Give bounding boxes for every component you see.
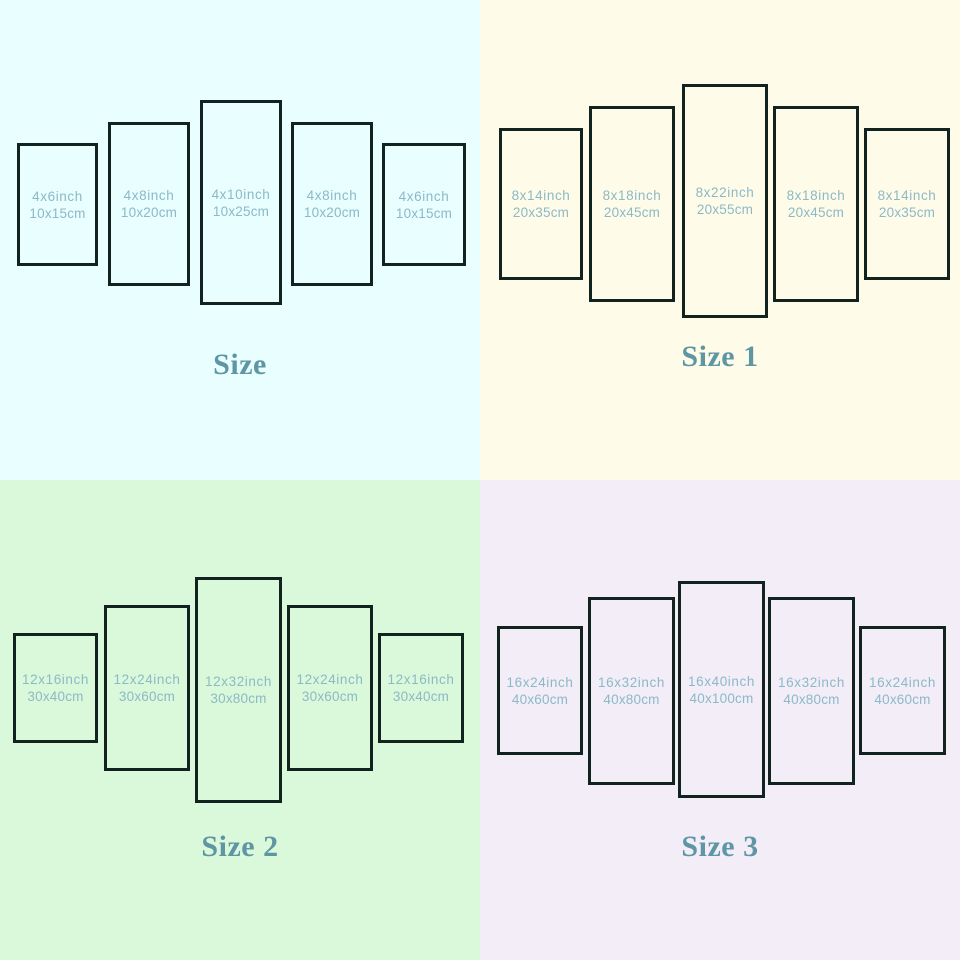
canvas-panel[interactable]: 8x22inch 20x55cm bbox=[682, 84, 768, 318]
canvas-panel[interactable]: 8x14inch 20x35cm bbox=[499, 128, 583, 280]
panel-size-cm: 40x80cm bbox=[783, 692, 840, 707]
panel-size-inches: 4x8inch bbox=[306, 188, 358, 203]
canvas-panel[interactable]: 8x18inch 20x45cm bbox=[589, 106, 675, 302]
panel-size-inches: 16x24inch bbox=[869, 674, 936, 690]
panel-group-size-2: 12x16inch 30x40cm 12x24inch 30x60cm 12x32inc… bbox=[0, 480, 480, 880]
panel-size-inches: 4x6inch bbox=[32, 188, 83, 204]
panel-size-inches: 16x40inch bbox=[688, 673, 755, 689]
size-option-size-2[interactable]: 12x16inch 30x40cm 12x24inch 30x60cm 12x32inc… bbox=[0, 480, 480, 960]
canvas-panel[interactable]: 16x32inch 40x80cm bbox=[588, 597, 675, 785]
panel-size-cm: 30x80cm bbox=[210, 691, 267, 706]
size-option-title: Size bbox=[213, 348, 267, 381]
panel-size-inches: 8x18inch bbox=[602, 188, 662, 203]
panel-size-cm: 20x55cm bbox=[696, 202, 754, 217]
panel-size-inches: 16x32inch bbox=[598, 675, 665, 690]
panel-size-cm: 30x60cm bbox=[118, 689, 176, 704]
canvas-panel[interactable]: 4x8inch 10x20cm bbox=[108, 122, 190, 286]
panel-size-inches: 12x16inch bbox=[22, 672, 89, 687]
canvas-panel[interactable]: 16x32inch 40x80cm bbox=[768, 597, 855, 785]
panel-size-inches: 4x8inch bbox=[123, 188, 175, 203]
panel-size-cm: 40x60cm bbox=[511, 691, 569, 707]
panel-size-cm: 20x35cm bbox=[512, 205, 570, 220]
panel-size-inches: 12x24inch bbox=[296, 672, 364, 687]
panel-size-inches: 12x24inch bbox=[113, 672, 181, 687]
panel-size-cm: 10x20cm bbox=[303, 205, 361, 220]
canvas-panel[interactable]: 12x24inch 30x60cm bbox=[287, 605, 373, 771]
size-option-title: Size 3 bbox=[681, 830, 759, 863]
panel-size-cm: 10x20cm bbox=[120, 205, 178, 220]
panel-size-cm: 30x60cm bbox=[301, 689, 359, 704]
canvas-panel[interactable]: 12x24inch 30x60cm bbox=[104, 605, 190, 771]
size-option-title: Size 2 bbox=[201, 830, 279, 863]
panel-size-inches: 12x16inch bbox=[387, 672, 455, 687]
panel-size-inches: 8x18inch bbox=[786, 188, 846, 203]
size-option-size-1[interactable]: 8x14inch 20x35cm 8x18inch 20x45cm 8x22inch 20… bbox=[480, 0, 960, 480]
panel-size-cm: 40x100cm bbox=[689, 690, 754, 706]
panel-size-inches: 16x24inch bbox=[506, 674, 574, 690]
canvas-panel[interactable]: 12x16inch 30x40cm bbox=[378, 633, 464, 743]
panel-size-cm: 40x60cm bbox=[874, 691, 931, 707]
panel-size-cm: 10x15cm bbox=[29, 205, 86, 221]
panel-size-cm: 30x40cm bbox=[392, 689, 450, 704]
panel-size-inches: 8x14inch bbox=[877, 188, 937, 203]
panel-size-cm: 10x25cm bbox=[212, 203, 270, 219]
panel-size-inches: 4x10inch bbox=[211, 186, 271, 202]
panel-size-cm: 10x15cm bbox=[395, 205, 453, 221]
canvas-panel[interactable]: 12x32inch 30x80cm bbox=[195, 577, 282, 803]
canvas-panel[interactable]: 12x16inch 30x40cm bbox=[13, 633, 98, 743]
panel-size-inches: 8x22inch bbox=[695, 185, 755, 200]
panel-size-cm: 30x40cm bbox=[27, 689, 84, 704]
panel-size-cm: 40x80cm bbox=[603, 692, 660, 707]
panel-size-inches: 12x32inch bbox=[205, 674, 272, 689]
panel-size-cm: 20x45cm bbox=[603, 205, 661, 220]
panel-size-inches: 8x14inch bbox=[511, 188, 571, 203]
panel-group-size-1: 8x14inch 20x35cm 8x18inch 20x45cm 8x22inch 20… bbox=[480, 0, 960, 400]
panel-size-cm: 20x45cm bbox=[787, 205, 845, 220]
canvas-panel[interactable]: 4x8inch 10x20cm bbox=[291, 122, 373, 286]
size-option-title: Size 1 bbox=[681, 340, 759, 373]
panel-size-inches: 4x6inch bbox=[398, 188, 450, 204]
canvas-panel[interactable]: 8x14inch 20x35cm bbox=[864, 128, 950, 280]
panel-size-inches: 16x32inch bbox=[778, 675, 845, 690]
canvas-panel[interactable]: 8x18inch 20x45cm bbox=[773, 106, 859, 302]
panel-size-cm: 20x35cm bbox=[878, 205, 936, 220]
